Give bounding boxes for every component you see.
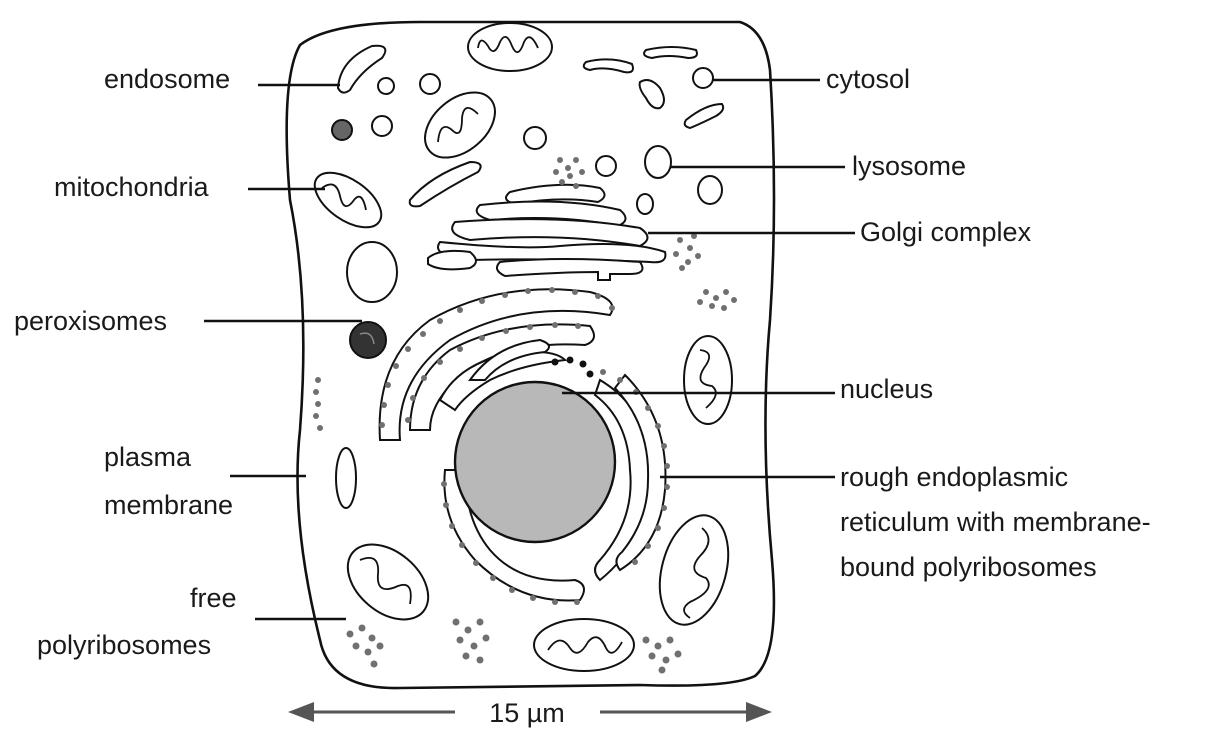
- label-lysosome: lysosome: [852, 151, 966, 181]
- label-rough-er-1: rough endoplasmic: [840, 462, 1068, 492]
- mitochondrion-bottom: [534, 619, 634, 671]
- label-nucleus: nucleus: [840, 374, 933, 404]
- label-golgi-complex: Golgi complex: [860, 217, 1032, 247]
- scale-arrowhead-right: [746, 702, 772, 722]
- label-plasma-membrane-1: plasma: [104, 442, 192, 472]
- label-free-polyribosomes-1: free: [190, 583, 237, 613]
- label-mitochondria: mitochondria: [54, 172, 210, 202]
- mitochondrion-right: [684, 336, 732, 424]
- scale-arrowhead-left: [288, 702, 314, 722]
- label-rough-er-2: reticulum with membrane-: [840, 507, 1151, 537]
- label-cytosol: cytosol: [826, 64, 910, 94]
- label-plasma-membrane-2: membrane: [104, 490, 233, 520]
- label-endosome: endosome: [104, 64, 230, 94]
- mitochondrion-top: [468, 23, 552, 71]
- label-free-polyribosomes-2: polyribosomes: [37, 630, 211, 660]
- label-peroxisomes: peroxisomes: [14, 306, 167, 336]
- peroxisome: [350, 322, 386, 358]
- scale-label: 15 µm: [489, 698, 565, 728]
- scale-bar: 15 µm: [288, 698, 772, 728]
- label-rough-er-3: bound polyribosomes: [840, 552, 1097, 582]
